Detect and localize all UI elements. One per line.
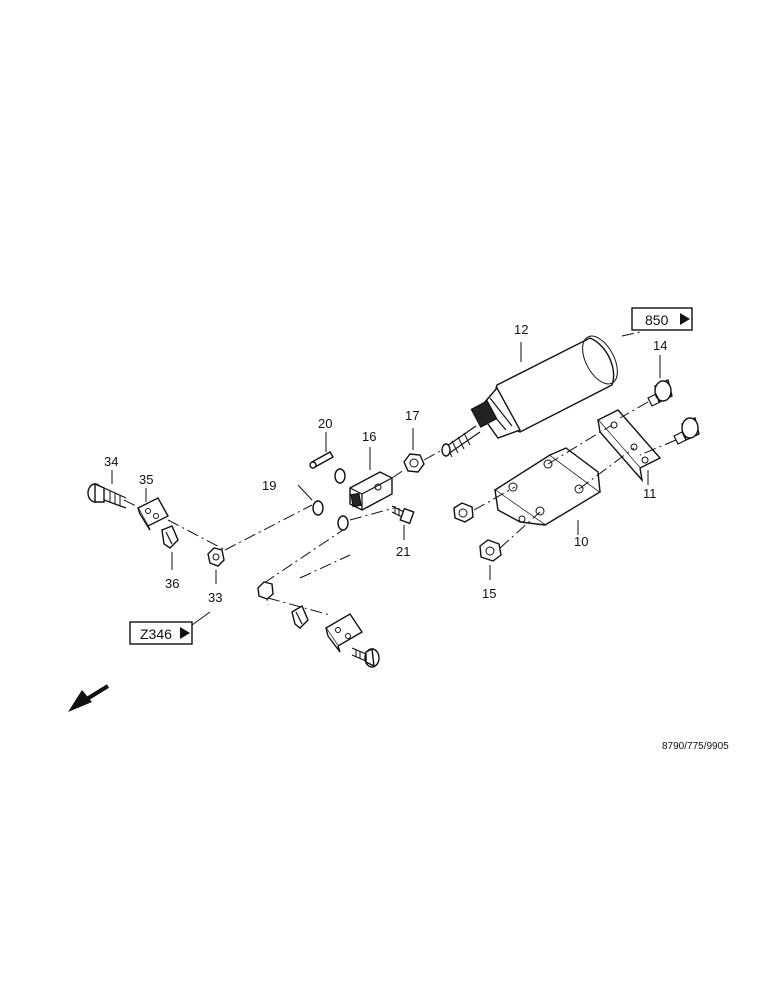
label-10: 10: [574, 534, 588, 549]
reference-box-850[interactable]: 850: [631, 307, 693, 331]
label-20: 20: [318, 416, 332, 431]
drawing-number: 8790/775/9905: [662, 741, 729, 752]
lower-clip[interactable]: [291, 604, 309, 629]
reference-z346-label: Z346: [140, 626, 172, 642]
leader-850: [621, 331, 641, 337]
part-21-screw[interactable]: [391, 505, 415, 525]
label-17: 17: [405, 408, 419, 423]
part-35-bracket[interactable]: [137, 497, 169, 531]
part-33-nut[interactable]: [207, 547, 225, 567]
label-12: 12: [514, 322, 528, 337]
washer-upper[interactable]: [334, 468, 346, 484]
part-12-cylinder[interactable]: [441, 330, 625, 458]
part-36-clip[interactable]: [161, 525, 179, 549]
part-10-bracket[interactable]: [493, 447, 602, 526]
part-20-pin[interactable]: [309, 451, 334, 469]
label-19: 19: [262, 478, 276, 493]
label-16: 16: [362, 429, 376, 444]
lower-plate[interactable]: [325, 613, 363, 653]
part-17-nut[interactable]: [403, 453, 425, 473]
label-35: 35: [139, 472, 153, 487]
part-14-bolt-upper[interactable]: [647, 379, 673, 407]
washer-lower[interactable]: [337, 515, 349, 531]
label-21: 21: [396, 544, 410, 559]
part-15-nut-lower[interactable]: [479, 539, 502, 562]
part-11-plate[interactable]: [596, 409, 662, 483]
label-36: 36: [165, 576, 179, 591]
part-14-bolt-lower[interactable]: [673, 417, 700, 445]
part-34-bolt[interactable]: [87, 482, 127, 509]
label-14: 14: [653, 338, 667, 353]
triangle-right-icon: [180, 627, 190, 639]
leader-19: [297, 484, 313, 501]
reference-box-z346[interactable]: Z346: [129, 621, 193, 645]
part-16-clevis[interactable]: [349, 471, 393, 511]
label-34: 34: [104, 454, 118, 469]
washer-mid[interactable]: [312, 500, 324, 516]
triangle-right-icon: [680, 313, 690, 325]
part-15-nut-upper[interactable]: [453, 502, 474, 523]
reference-850-label: 850: [645, 312, 669, 328]
label-33: 33: [208, 590, 222, 605]
label-11: 11: [643, 486, 657, 501]
lower-nut[interactable]: [257, 581, 274, 600]
leader-z346: [191, 611, 211, 626]
front-direction-arrow-icon: [68, 684, 110, 712]
lower-bolt[interactable]: [351, 647, 380, 668]
label-15: 15: [482, 586, 496, 601]
